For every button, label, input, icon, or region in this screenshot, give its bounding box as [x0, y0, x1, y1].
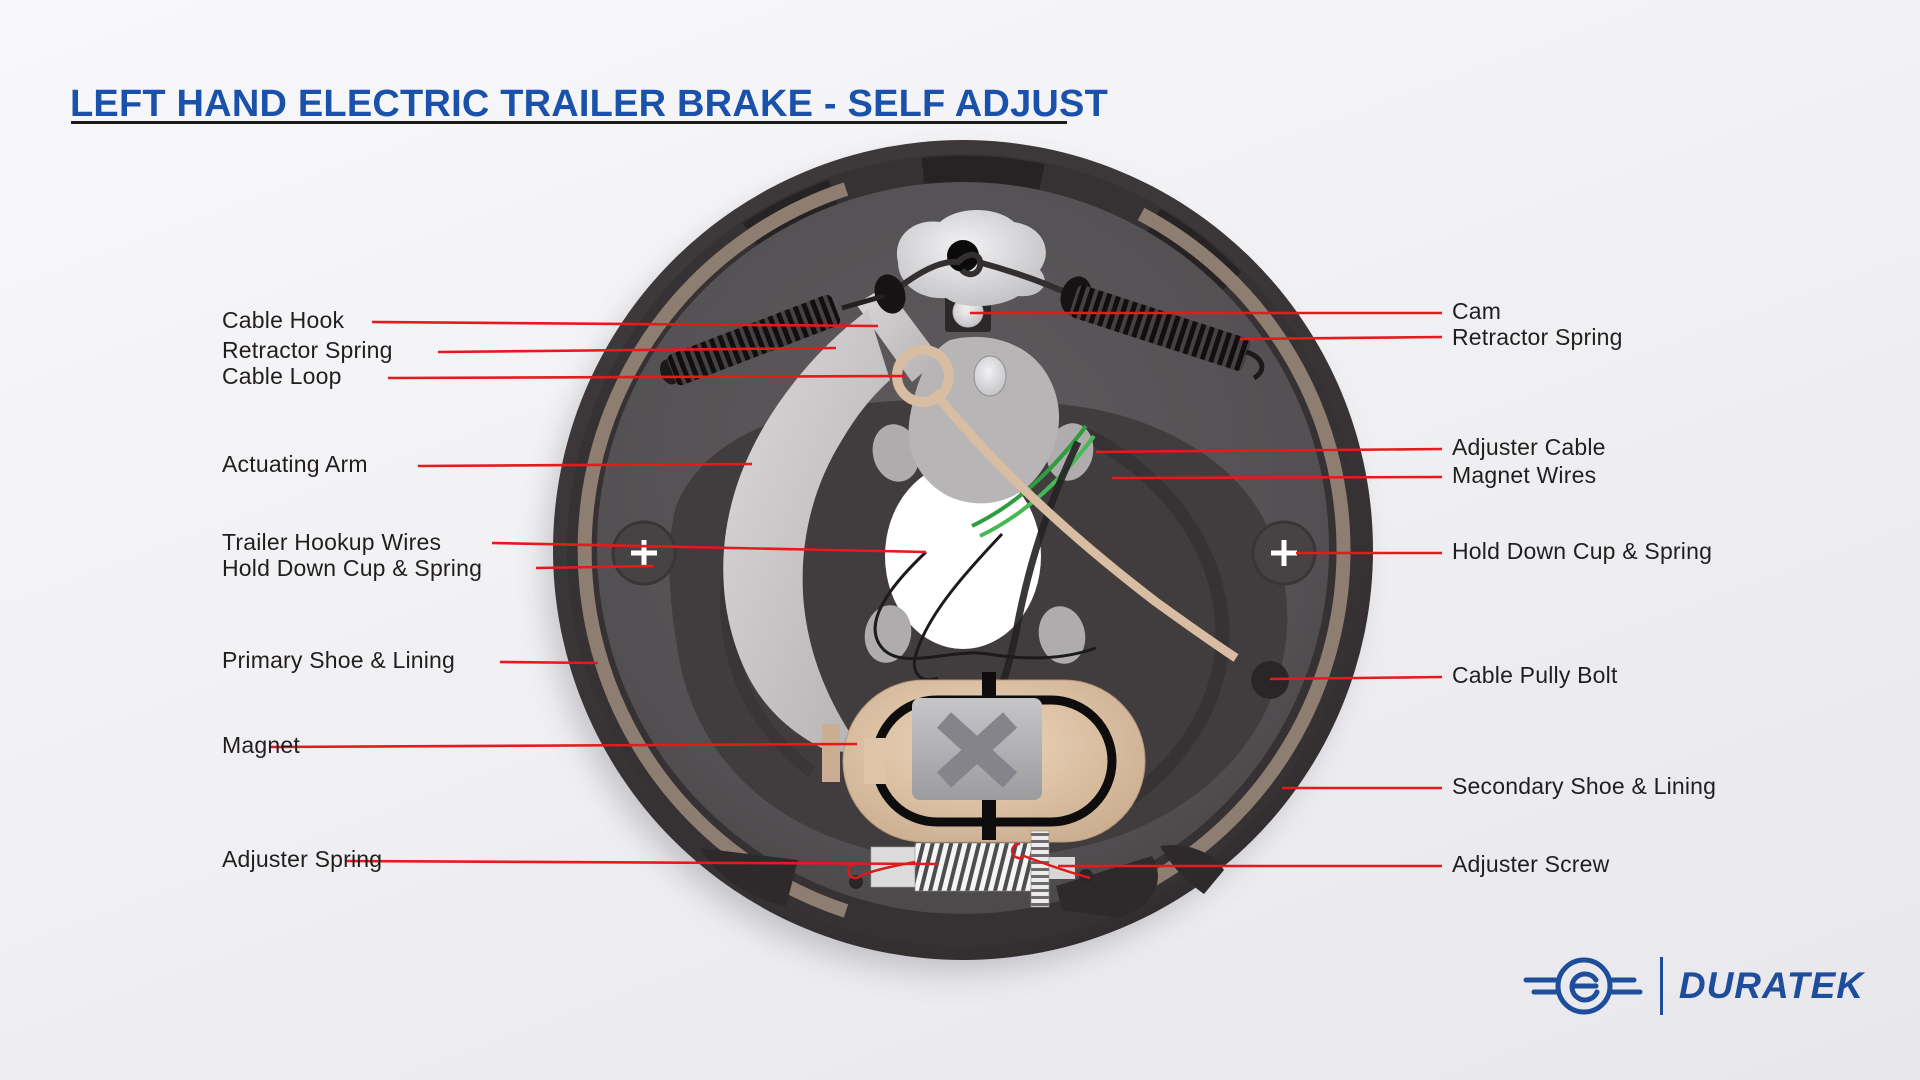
duratek-logo-icon	[1523, 957, 1643, 1015]
leader-trailer-hookup-wires	[491, 541, 927, 554]
hold-down-cup-right	[1251, 520, 1317, 586]
actuating-arm-art	[723, 286, 940, 754]
label-magnet-wires: Magnet Wires	[1452, 462, 1597, 488]
label-hold-down-cup-spring-right: Hold Down Cup & Spring	[1452, 538, 1713, 564]
spring-tail-right	[1245, 349, 1265, 381]
plus-icon	[1271, 540, 1297, 566]
leader-hold-down-left	[535, 564, 655, 570]
leader-cable-pully-bolt	[1269, 675, 1443, 681]
label-cable-pully-bolt: Cable Pully Bolt	[1452, 662, 1618, 688]
leader-lines	[269, 311, 1443, 868]
secondary-shoe-web-edge	[1076, 425, 1230, 819]
leader-retractor-spring-left	[437, 346, 837, 354]
leader-adjuster-cable	[1095, 447, 1443, 454]
adjuster-cable-ends	[846, 842, 1091, 880]
brand-name: DURATEK	[1678, 965, 1864, 1006]
leader-magnet-wires	[1111, 475, 1443, 480]
trailer-hookup-wires-art	[873, 532, 1097, 682]
page-title: LEFT HAND ELECTRIC TRAILER BRAKE - SELF …	[70, 83, 1109, 126]
label-actuating-arm: Actuating Arm	[222, 451, 368, 477]
leader-cable-loop	[387, 374, 907, 380]
spring-link-left	[841, 293, 885, 311]
label-retractor-spring-right: Retractor Spring	[1452, 324, 1623, 350]
plus-icon	[631, 540, 657, 566]
brand-divider	[1659, 957, 1663, 1015]
leader-primary-shoe	[499, 660, 599, 665]
hold-down-cup-left	[611, 520, 677, 586]
label-magnet: Magnet	[222, 732, 300, 758]
label-adjuster-cable: Adjuster Cable	[1452, 434, 1606, 460]
label-trailer-hookup-wires: Trailer Hookup Wires	[222, 529, 442, 555]
label-adjuster-screw: Adjuster Screw	[1452, 851, 1610, 877]
label-adjuster-spring: Adjuster Spring	[222, 846, 383, 872]
label-hold-down-cup-spring-left: Hold Down Cup & Spring	[222, 555, 483, 581]
magnet-wires-green	[971, 424, 1096, 538]
label-retractor-spring-left: Retractor Spring	[222, 337, 393, 363]
lever-pivot	[973, 355, 1007, 397]
cam-assembly	[884, 210, 1080, 332]
brand-footer: DURATEK	[1522, 948, 1868, 1024]
label-cable-loop: Cable Loop	[222, 363, 342, 389]
adjuster-cable-art	[930, 389, 1239, 662]
leader-magnet	[269, 742, 858, 749]
adjuster-spring-art	[914, 842, 1036, 892]
cable-pully-bolt-hole	[1251, 661, 1289, 699]
label-cable-hook: Cable Hook	[222, 307, 345, 333]
title-underline	[71, 121, 1067, 124]
adjuster-assembly	[846, 830, 1091, 908]
leader-retractor-spring-right	[1239, 335, 1443, 341]
primary-shoe-lining-arc	[577, 182, 849, 918]
magnet-art	[822, 672, 1146, 843]
adjuster-screw-art	[1030, 830, 1050, 908]
label-cam: Cam	[1452, 298, 1502, 324]
leader-cable-hook	[371, 320, 879, 328]
retractor-spring-right-art	[1070, 285, 1251, 371]
anchor-pin-left	[874, 274, 906, 314]
leader-actuating-arm	[417, 462, 753, 468]
leader-adjuster-spring	[345, 859, 939, 866]
label-primary-shoe-lining: Primary Shoe & Lining	[222, 647, 456, 673]
magnet-x-mark	[936, 712, 1018, 788]
label-secondary-shoe-lining: Secondary Shoe & Lining	[1452, 773, 1717, 799]
secondary-shoe-lining-arc	[1137, 207, 1351, 893]
